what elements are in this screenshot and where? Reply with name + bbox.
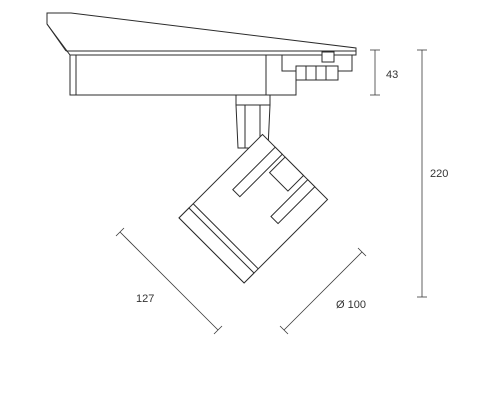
dimension-diameter-label: Ø 100 [336,299,366,311]
dimension-220-label: 220 [430,168,448,180]
track-rail [46,12,357,56]
dimension-43-label: 43 [386,69,398,81]
dimension-diameter-lines [279,247,367,335]
dimension-43-lines [370,49,380,96]
dimension-127-label: 127 [136,293,154,305]
spot-head [178,133,329,284]
dimension-127-lines [115,227,223,335]
track-adapter [69,51,353,96]
dimension-220-lines [417,49,427,298]
